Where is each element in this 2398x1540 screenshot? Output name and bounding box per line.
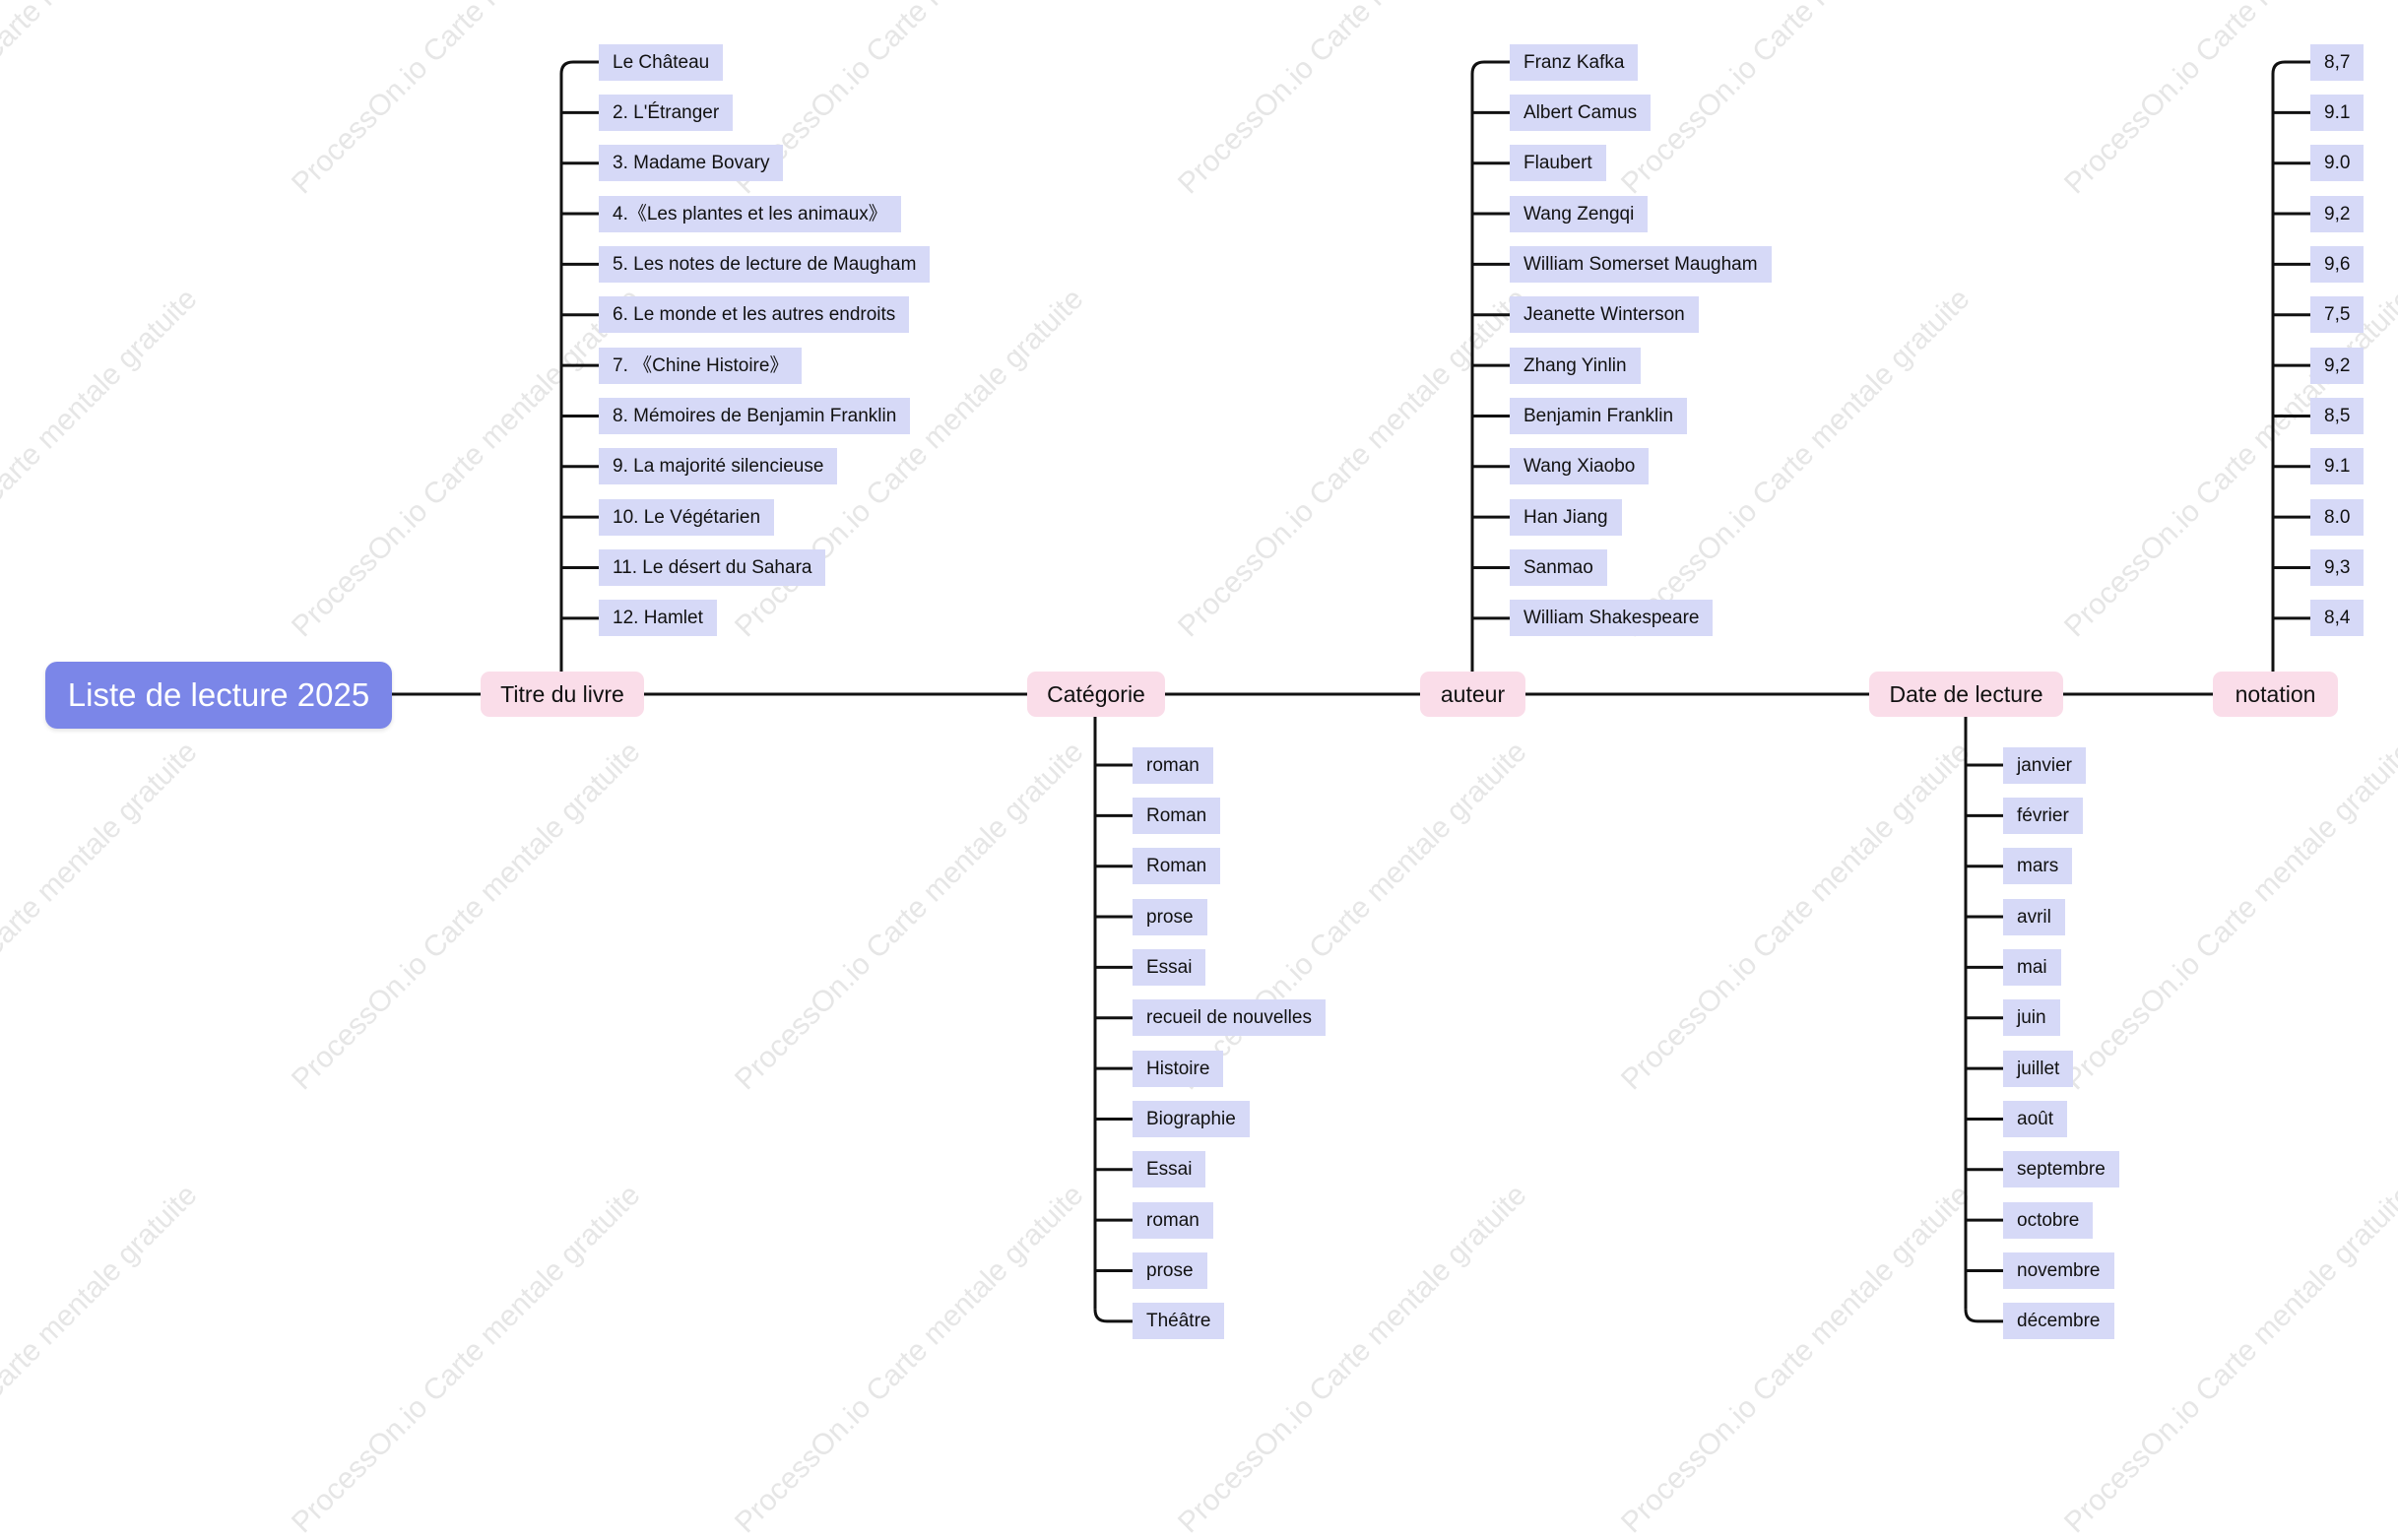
leaf-node[interactable]: juillet [2003,1050,2074,1087]
leaf-node[interactable]: mars [2003,848,2073,885]
leaf-node[interactable]: 10. Le Végétarien [599,498,775,536]
leaf-node[interactable]: Roman [1133,797,1221,834]
leaf-node[interactable]: Sanmao [1510,549,1607,586]
leaf-node[interactable]: 7,5 [2310,296,2365,334]
leaf-node[interactable]: Théâtre [1133,1303,1225,1340]
leaf-node[interactable]: décembre [2003,1303,2114,1340]
leaf-node[interactable]: 9,2 [2310,347,2365,384]
leaf-node[interactable]: 4.《Les plantes et les animaux》 [599,195,901,232]
leaf-node[interactable]: août [2003,1100,2067,1137]
leaf-node[interactable]: 6. Le monde et les autres endroits [599,296,910,334]
leaf-node[interactable]: 9.0 [2310,145,2365,182]
leaf-node[interactable]: février [2003,797,2083,834]
branch-label: Date de lecture [1889,680,2043,707]
leaf-node[interactable]: 7. 《Chine Histoire》 [599,347,803,384]
leaf-node[interactable]: 9,2 [2310,195,2365,232]
branch-label: auteur [1440,680,1506,707]
leaf-node[interactable]: Zhang Yinlin [1510,347,1641,384]
leaf-node[interactable]: Essai [1133,948,1206,986]
leaf-node[interactable]: prose [1133,898,1207,935]
leaf-node[interactable]: 8,5 [2310,397,2365,434]
leaf-node[interactable]: 2. L'Étranger [599,94,734,131]
leaf-node[interactable]: Albert Camus [1510,94,1652,131]
branch-node-titre-du-livre[interactable]: Titre du livre [481,672,644,717]
leaf-node[interactable]: 8,4 [2310,600,2365,637]
branch-corner-line [1093,1309,1133,1323]
leaf-node[interactable]: septembre [2003,1151,2119,1188]
leaf-node[interactable]: avril [2003,898,2065,935]
branch-corner-line [2271,60,2310,75]
branch-corner-line [1964,1309,2003,1323]
leaf-node[interactable]: Benjamin Franklin [1510,397,1688,434]
leaf-node[interactable]: William Somerset Maugham [1510,245,1772,283]
leaf-node[interactable]: Franz Kafka [1510,43,1639,81]
leaf-node[interactable]: recueil de nouvelles [1133,999,1326,1037]
branch-node-categorie[interactable]: Catégorie [1027,672,1165,717]
root-node[interactable]: Liste de lecture 2025 [45,662,392,729]
leaf-node[interactable]: Jeanette Winterson [1510,296,1699,334]
leaf-node[interactable]: Wang Zengqi [1510,195,1649,232]
leaf-node[interactable]: William Shakespeare [1510,600,1714,637]
leaf-node[interactable]: 9,3 [2310,549,2365,586]
root-label: Liste de lecture 2025 [67,676,370,713]
leaf-node[interactable]: 8,7 [2310,43,2365,81]
leaf-node[interactable]: 9. La majorité silencieuse [599,448,838,485]
branch-corner-line [1470,60,1510,75]
leaf-node[interactable]: 3. Madame Bovary [599,145,784,182]
branch-node-notation[interactable]: notation [2213,672,2338,717]
leaf-node[interactable]: 11. Le désert du Sahara [599,549,826,586]
leaf-node[interactable]: Flaubert [1510,145,1606,182]
leaf-node[interactable]: 9.1 [2310,94,2365,131]
leaf-node[interactable]: juin [2003,999,2060,1037]
leaf-node[interactable]: 5. Les notes de lecture de Maugham [599,245,931,283]
leaf-node[interactable]: Biographie [1133,1100,1250,1137]
leaf-node[interactable]: prose [1133,1252,1207,1289]
leaf-node[interactable]: roman [1133,746,1213,784]
leaf-node[interactable]: roman [1133,1201,1213,1239]
leaf-node[interactable]: Han Jiang [1510,498,1622,536]
leaf-node[interactable]: Le Château [599,43,724,81]
leaf-node[interactable]: 9,6 [2310,245,2365,283]
leaf-node[interactable]: 8.0 [2310,498,2365,536]
leaf-node[interactable]: novembre [2003,1252,2114,1289]
leaf-node[interactable]: Histoire [1133,1050,1224,1087]
leaf-node[interactable]: Essai [1133,1151,1206,1188]
leaf-node[interactable]: Wang Xiaobo [1510,448,1650,485]
leaf-node[interactable]: Roman [1133,848,1221,885]
branch-node-auteur[interactable]: auteur [1420,672,1525,717]
leaf-node[interactable]: octobre [2003,1201,2094,1239]
leaf-node[interactable]: mai [2003,948,2061,986]
branch-label: notation [2235,680,2316,707]
leaf-node[interactable]: 12. Hamlet [599,600,717,637]
branch-label: Catégorie [1047,680,1145,707]
leaf-node[interactable]: 8. Mémoires de Benjamin Franklin [599,397,911,434]
leaf-node[interactable]: 9.1 [2310,448,2365,485]
branch-node-date-de-lecture[interactable]: Date de lecture [1869,672,2063,717]
branch-label: Titre du livre [500,680,624,707]
leaf-node[interactable]: janvier [2003,746,2086,784]
branch-corner-line [559,60,599,75]
